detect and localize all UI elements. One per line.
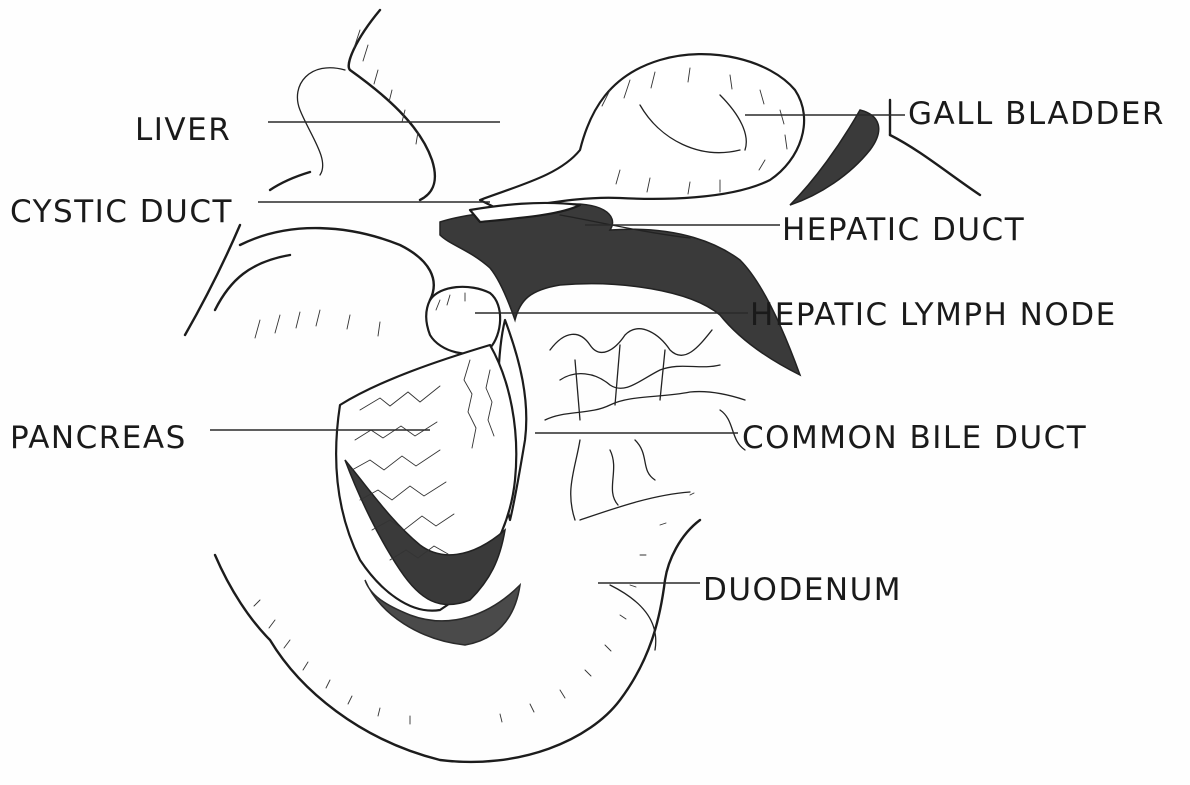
label-hepatic-lymph-node: HEPATIC LYMPH NODE bbox=[750, 297, 1117, 333]
label-duodenum: DUODENUM bbox=[703, 572, 902, 608]
label-gall-bladder: GALL BLADDER bbox=[908, 96, 1165, 132]
label-pancreas: PANCREAS bbox=[10, 420, 187, 456]
label-liver: LIVER bbox=[135, 112, 231, 148]
label-hepatic-duct: HEPATIC DUCT bbox=[782, 212, 1025, 248]
gall-bladder-shape bbox=[480, 54, 980, 210]
label-common-bile-duct: COMMON BILE DUCT bbox=[742, 420, 1087, 456]
label-cystic-duct: CYSTIC DUCT bbox=[10, 194, 233, 230]
hepatic-lymph-node bbox=[426, 287, 500, 354]
liver-outline bbox=[185, 10, 435, 335]
